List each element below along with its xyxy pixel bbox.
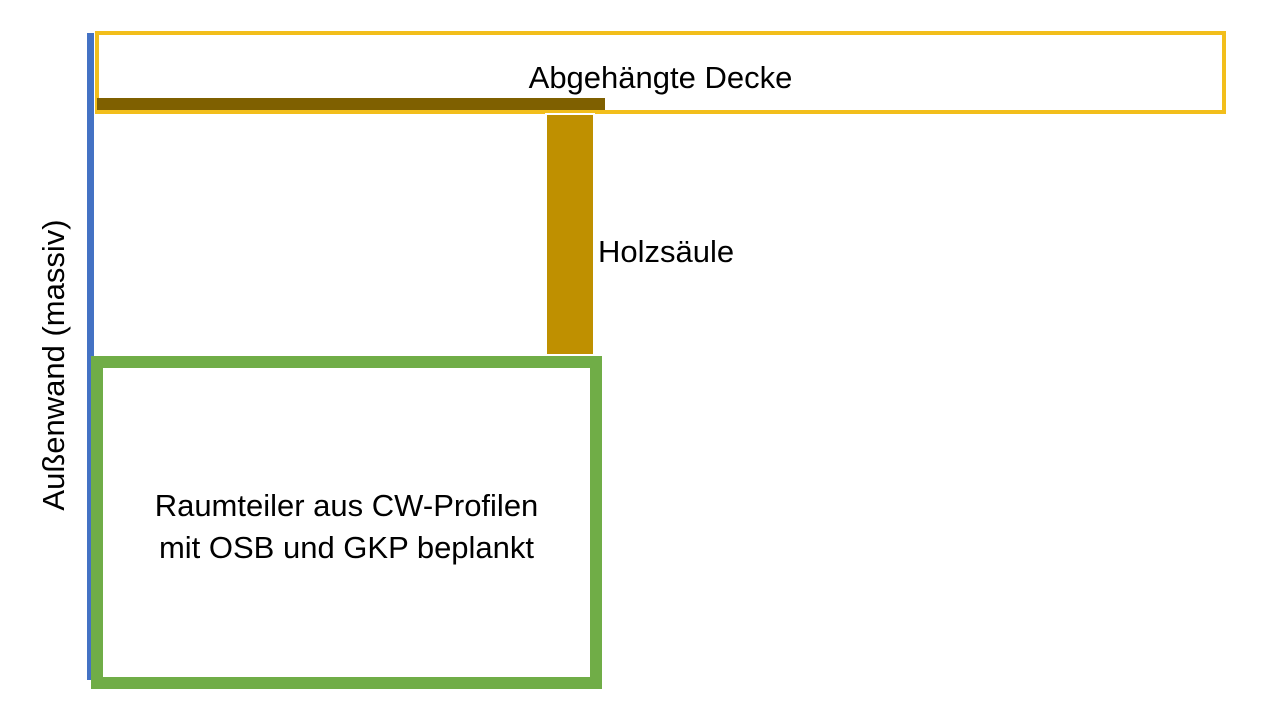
room-divider-label-line2: mit OSB und GKP beplankt	[158, 529, 535, 565]
room-divider-label-line1: Raumteiler aus CW-Profilen	[154, 487, 539, 523]
wooden-column	[545, 113, 595, 356]
suspended-ceiling-label: Abgehängte Decke	[528, 60, 793, 95]
outer-wall-label: Außenwand (massiv)	[36, 219, 71, 511]
wooden-column-label: Holzsäule	[598, 234, 735, 269]
room-divider-label: Raumteiler aus CW-Profilen mit OSB und G…	[155, 485, 539, 569]
outer-wall	[87, 33, 94, 680]
room-divider: Raumteiler aus CW-Profilen mit OSB und G…	[91, 356, 602, 689]
ceiling-beam	[97, 98, 605, 110]
